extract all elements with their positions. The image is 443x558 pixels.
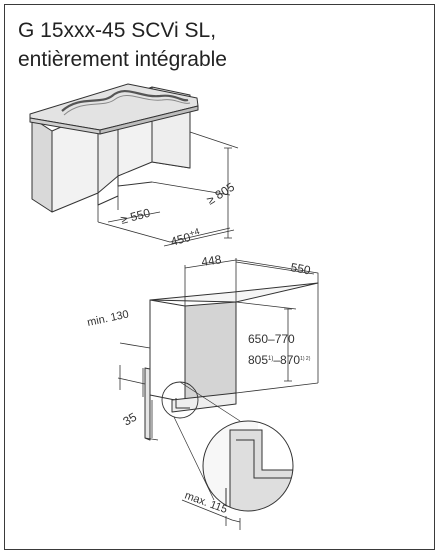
niche-width-main: 450 bbox=[169, 230, 192, 249]
page-title: G 15xxx-45 SCVi SL, entièrement intégrab… bbox=[18, 16, 227, 74]
door-panel bbox=[144, 367, 151, 441]
min-depth-label: min. 130 bbox=[86, 308, 130, 329]
diagram-frame bbox=[4, 4, 435, 550]
niche-drawing bbox=[29, 83, 239, 247]
title-line-2: entièrement intégrable bbox=[18, 48, 227, 71]
height2-sep: –870 bbox=[273, 353, 300, 367]
appliance-plinth bbox=[171, 392, 237, 413]
appliance-drawing bbox=[117, 258, 319, 501]
height2-sup1: 1) bbox=[268, 356, 273, 362]
left-cabinet bbox=[31, 117, 53, 213]
niche-height-label: ≥ 805 bbox=[204, 180, 237, 208]
title-line-1: G 15xxx-45 SCVi SL, bbox=[18, 19, 217, 42]
appliance-height-range-1: 650–770 bbox=[248, 332, 295, 346]
height2-main: 805 bbox=[248, 353, 268, 367]
countertop-cutout bbox=[61, 90, 189, 112]
offset-label: 35 bbox=[121, 410, 140, 429]
niche-width-label: 450+4 bbox=[169, 226, 202, 249]
detail-callout-large bbox=[181, 420, 294, 530]
appliance-height-range-2: 8051)–8701) 2) bbox=[248, 353, 311, 367]
appliance-top bbox=[149, 282, 319, 303]
appliance-width-label: 448 bbox=[200, 252, 222, 269]
appliance-depth-label: 550 bbox=[289, 260, 311, 277]
countertop-edge-right bbox=[99, 105, 199, 135]
height2-sup2: 1) 2) bbox=[300, 356, 311, 362]
niche-width-sup: +4 bbox=[188, 226, 201, 238]
niche-depth-label: ≥ 550 bbox=[119, 206, 152, 227]
